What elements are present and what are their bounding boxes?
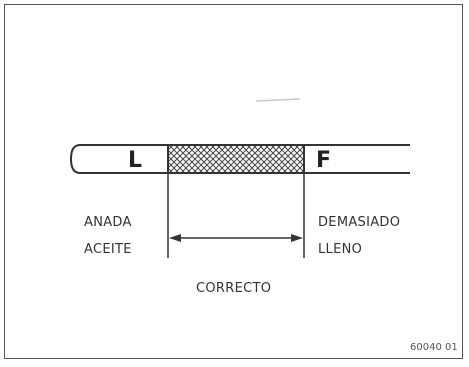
high-label-line2: LLENO (318, 242, 362, 257)
low-mark-L: L (128, 148, 142, 173)
low-label-line2: ACEITE (84, 242, 132, 257)
correct-zone-hatch (167, 144, 305, 174)
smudge-mark (255, 98, 301, 102)
correct-label: CORRECTO (196, 281, 271, 296)
arrowhead-right-icon (291, 234, 303, 242)
arrowhead-left-icon (169, 234, 181, 242)
low-label-line1: ANADA (84, 215, 132, 230)
figure-reference-code: 60040 01 (410, 342, 458, 353)
dipstick-outline (69, 144, 410, 174)
high-label-line1: DEMASIADO (318, 215, 400, 230)
figure-frame (4, 4, 463, 359)
full-mark-F: F (316, 148, 331, 173)
